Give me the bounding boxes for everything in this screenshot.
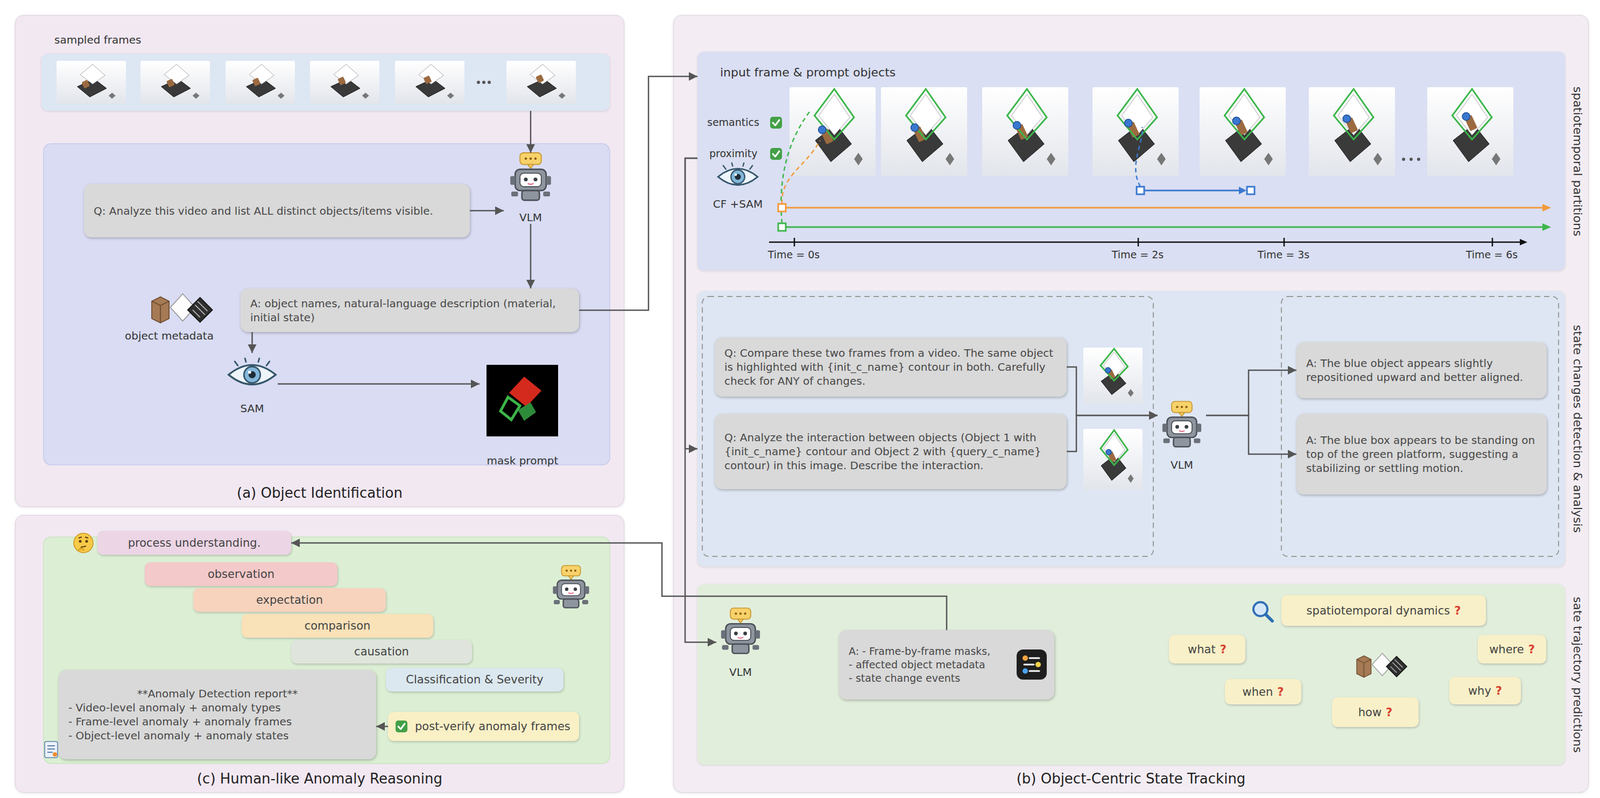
node-text: ? [1495, 684, 1503, 698]
node-text: where [1489, 643, 1525, 657]
node-text: ? [1385, 706, 1393, 720]
node-text: ? [1277, 685, 1284, 699]
prompt-box: Q: Compare these two frames from a video… [714, 337, 1067, 397]
panel: (b) Object-Centric State Tracking input f… [673, 15, 1589, 793]
node-text: how [1358, 706, 1382, 720]
node-text: why [1468, 684, 1492, 698]
node-text: mask prompt [487, 454, 559, 468]
node-text: spatiotemporal dynamics [1306, 604, 1451, 618]
node-text: A: The blue object appears slightly repo… [1306, 356, 1538, 385]
mask-prompt: mask prompt [479, 364, 566, 468]
question-tag: what? [1168, 635, 1246, 664]
question-tag: when? [1224, 679, 1302, 705]
annotation-label: object metadata [124, 329, 214, 343]
node-text: Q: Analyze the interaction between objec… [724, 430, 1057, 473]
annotation-label: Time = 2s [1111, 248, 1164, 261]
verify-step: post-verify anomaly frames [388, 712, 580, 742]
panel: (c) Human-like Anomaly Reasoning process … [15, 515, 625, 793]
illustration [41, 53, 610, 111]
node-text: VLM [519, 210, 542, 224]
node-text: **Anomaly Detection report** [68, 686, 367, 701]
prompt-box: Q: Analyze the interaction between objec… [714, 413, 1067, 490]
node-text: Q: Compare these two frames from a video… [724, 346, 1057, 389]
frames-strip: sampled frames [41, 53, 610, 111]
node-text: A: - Frame-by-frame masks, [848, 644, 1010, 659]
node-text: what [1187, 643, 1216, 657]
section-label: sate trajectory predictions [1570, 596, 1585, 753]
node-text: Classification & Severity [405, 673, 544, 687]
node-text: - Frame-level anomaly + anomaly frames [68, 714, 367, 729]
section-label: state changes detection & analysis [1570, 325, 1585, 533]
annotation-label: Time = 6s [1465, 248, 1518, 261]
node-text: ? [1220, 643, 1227, 657]
vlm-icon: VLM [503, 152, 558, 224]
answer-box: A: The blue box appears to be standing o… [1296, 413, 1547, 495]
stage-band: sate trajectory predictionsVLMA: - Frame… [697, 584, 1566, 765]
answer-box: A: The blue object appears slightly repo… [1296, 342, 1547, 399]
node-text: A: The blue box appears to be standing o… [1306, 433, 1538, 476]
node-text: process understanding. [128, 536, 262, 550]
annotation-label: Time = 3s [1257, 248, 1310, 261]
node-text: expectation [256, 593, 323, 607]
sam-icon: CF +SAM [709, 160, 766, 211]
node-text: VLM [729, 665, 752, 679]
node-text: post-verify anomaly frames [414, 720, 571, 733]
node-text: causation [354, 645, 410, 659]
answer-box: A: - Frame-by-frame masks,- affected obj… [839, 630, 1055, 700]
prompt-box: Q: Analyze this video and list ALL disti… [83, 184, 470, 238]
node-text: ? [1528, 643, 1535, 657]
question-tag: why? [1449, 677, 1521, 705]
node-text: comparison [304, 619, 371, 633]
panel: (a) Object Identification sampled framesQ… [15, 15, 625, 507]
node-text: VLM [1170, 458, 1194, 472]
node-text: CF +SAM [713, 197, 764, 211]
node-text: - Video-level anomaly + anomaly types [68, 700, 367, 715]
sam-icon: SAM [226, 353, 278, 415]
illustration [479, 364, 566, 468]
panel-caption: (a) Object Identification [236, 484, 403, 502]
stage-band: input frame & prompt objectsspatiotempor… [697, 51, 1566, 271]
node-text: - Object-level anomaly + anomaly states [68, 728, 367, 743]
node-text: SAM [240, 402, 264, 415]
reasoning-step: comparison [241, 614, 434, 638]
node-text: when [1242, 685, 1274, 699]
vlm-icon: VLM [716, 605, 765, 679]
section-label: spatiotemporal partitions [1570, 86, 1585, 237]
annotation-label: semantics [707, 116, 760, 129]
node-text: input frame & prompt objects [720, 65, 896, 80]
node-text: - affected object metadata [848, 658, 1010, 672]
node-text: sampled frames [54, 33, 142, 47]
question-tag: how? [1331, 697, 1419, 728]
panel-caption: (b) Object-Centric State Tracking [1016, 770, 1246, 787]
report-box: **Anomaly Detection report**- Video-leve… [58, 670, 377, 760]
node-text: observation [207, 567, 275, 581]
reasoning-step: expectation [193, 588, 386, 612]
node-text: ? [1454, 604, 1461, 618]
node-text: A: object names, natural-language descri… [250, 296, 570, 325]
stage-band: state changes detection & analysisQ: Com… [697, 291, 1566, 567]
vlm-icon: VLM [1157, 401, 1207, 472]
node-text: - state change events [848, 671, 1010, 686]
reasoning-step: Classification & Severity [385, 667, 564, 692]
node-text: Q: Analyze this video and list ALL disti… [93, 203, 461, 218]
answer-box: A: object names, natural-language descri… [240, 288, 580, 333]
reasoning-step: process understanding. [97, 531, 292, 555]
panel-caption: (c) Human-like Anomaly Reasoning [196, 770, 443, 787]
reasoning-step: causation [291, 639, 472, 664]
reasoning-step: observation [144, 562, 338, 587]
annotation-label: Time = 0s [767, 248, 820, 261]
annotation-label: proximity [709, 147, 758, 160]
question-tag: where? [1477, 635, 1547, 664]
illustration [697, 51, 1566, 271]
question-tag: spatiotemporal dynamics? [1281, 595, 1486, 626]
